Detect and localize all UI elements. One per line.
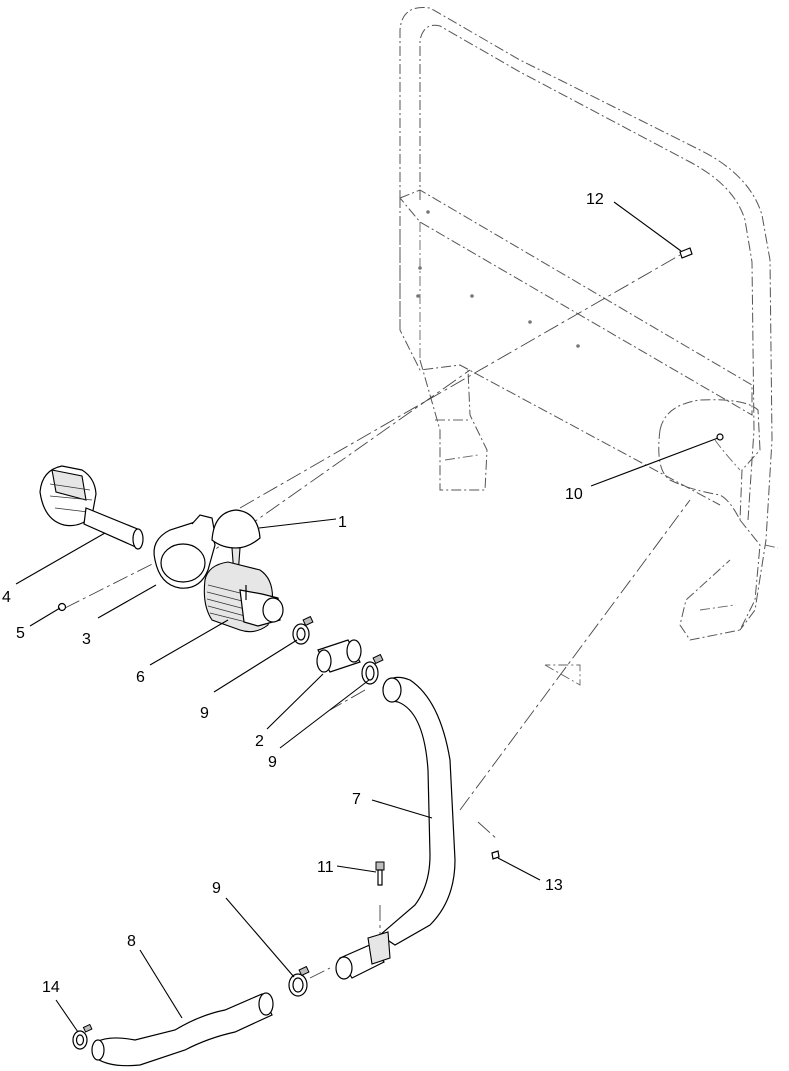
callout-11: 11 xyxy=(317,859,334,876)
bolt-11 xyxy=(375,861,385,886)
hose-outlet-tube xyxy=(335,931,391,980)
callout-labels: 1 2 3 4 5 6 7 8 9 9 9 10 11 12 13 14 xyxy=(2,191,604,996)
callout-14: 14 xyxy=(42,979,60,996)
hose-clamp-lower xyxy=(288,965,310,997)
callout-3: 3 xyxy=(82,631,91,648)
callout-9-c: 9 xyxy=(212,880,221,897)
fastener-13 xyxy=(491,850,500,860)
callout-5: 5 xyxy=(16,625,25,642)
callout-12: 12 xyxy=(586,191,604,208)
hose-clamp-upper-right xyxy=(361,653,384,685)
intake-hose xyxy=(379,676,456,946)
callout-7: 7 xyxy=(352,791,361,808)
callout-9-a: 9 xyxy=(200,705,209,722)
fastener-10 xyxy=(716,433,724,441)
air-cleaner-body xyxy=(203,561,284,633)
lower-hose xyxy=(91,992,274,1067)
callout-1: 1 xyxy=(338,514,347,531)
callout-6: 6 xyxy=(136,669,145,686)
callout-10: 10 xyxy=(565,486,583,503)
fastener-5 xyxy=(57,602,67,612)
coupler-tube xyxy=(316,639,362,673)
callout-2: 2 xyxy=(255,733,264,750)
fastener-12 xyxy=(679,247,693,259)
small-clamp-14 xyxy=(72,1023,93,1050)
precleaner-cap xyxy=(39,465,144,550)
filter-mount-bracket xyxy=(153,514,217,589)
phantom-rops-frame xyxy=(399,6,779,686)
callout-4: 4 xyxy=(2,589,11,606)
callout-9-b: 9 xyxy=(268,754,277,771)
hose-clamp-upper-left xyxy=(292,615,314,645)
callout-13: 13 xyxy=(545,877,563,894)
leader-lines xyxy=(15,201,719,1033)
callout-8: 8 xyxy=(127,933,136,950)
